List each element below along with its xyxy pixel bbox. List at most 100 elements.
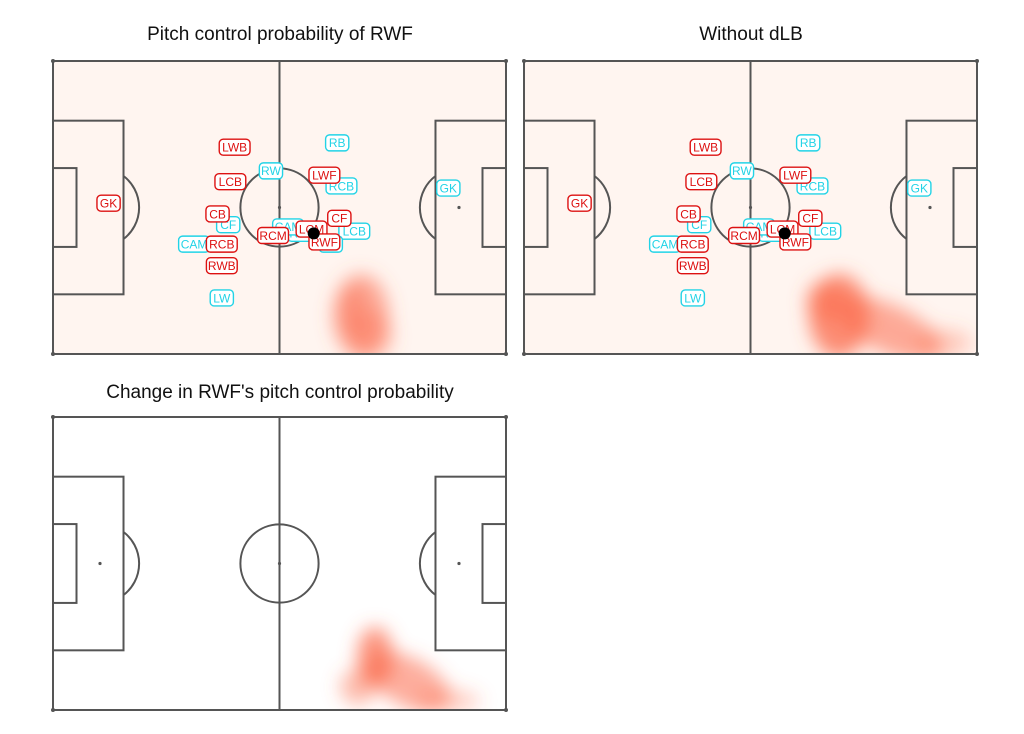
- player-label-text: RCB: [209, 237, 234, 251]
- pitch-control-panel: RBRWRCBGKCFLCBRCMCAMCAMLBLWGKLWBLCBCBRCB…: [51, 59, 508, 356]
- player-label-box: [327, 209, 352, 227]
- corner-dot: [51, 352, 55, 356]
- player-label-lw: LW: [209, 289, 235, 307]
- player-label-text: CAM: [652, 237, 679, 251]
- corner-dot: [504, 59, 508, 63]
- player-label-box: [689, 138, 722, 156]
- player-label-text: CB: [209, 207, 226, 221]
- heat-layer: [806, 274, 972, 354]
- heat-blob: [416, 689, 480, 710]
- player-label-lw: LW: [680, 289, 706, 307]
- corner-dot: [975, 59, 979, 63]
- player-label-box: [218, 138, 251, 156]
- player-label-lwf: LWF: [779, 166, 812, 184]
- player-label-gk: GK: [907, 179, 932, 197]
- heat-blob: [916, 329, 972, 354]
- panel1-title: Pitch control probability of RWF: [147, 24, 413, 45]
- heat-blob: [806, 281, 842, 321]
- change-panel: [51, 415, 508, 712]
- centre-spot: [748, 205, 753, 210]
- player-label-rcb: RCB: [676, 235, 709, 253]
- left-penalty-arc: [122, 175, 141, 240]
- player-label-box: [809, 222, 842, 240]
- player-label-box: [680, 289, 706, 307]
- player-label-gk: GK: [567, 194, 592, 212]
- player-label-text: RCM: [259, 229, 286, 243]
- player-label-lwb: LWB: [689, 138, 722, 156]
- player-label-text: CF: [331, 212, 347, 226]
- right-penalty-arc: [418, 531, 437, 596]
- player-label-text: GK: [571, 196, 588, 210]
- right-penalty-spot: [457, 205, 461, 210]
- left-penalty-arc: [122, 531, 141, 596]
- player-label-text: LW: [213, 291, 231, 305]
- player-label-box: [205, 235, 238, 253]
- player-label-box: [308, 166, 341, 184]
- player-label-text: RB: [800, 136, 817, 150]
- left-penalty-spot: [98, 561, 102, 566]
- player-label-rwb: RWB: [676, 256, 709, 275]
- pitch-lines: [522, 59, 979, 356]
- player-label-text: LW: [684, 291, 702, 305]
- player-label-box: [324, 134, 350, 152]
- player-label-box: [676, 256, 709, 275]
- player-label-text: LWF: [312, 168, 336, 182]
- player-label-text: LCB: [343, 224, 366, 238]
- player-label-text: RCB: [680, 237, 705, 251]
- heat-layer: [340, 627, 480, 710]
- player-label-box: [258, 162, 284, 180]
- right-penalty-spot: [928, 205, 932, 210]
- player-label-text: RWF: [311, 235, 338, 249]
- left-penalty-arc: [593, 175, 612, 240]
- player-label-box: [727, 226, 761, 245]
- player-label-lcb: LCB: [214, 172, 247, 191]
- player-label-cam: CAM: [648, 235, 682, 253]
- player-label-box: [795, 134, 821, 152]
- player-label-box: [436, 179, 461, 197]
- player-label-box: [96, 194, 121, 212]
- player-label-box: [676, 205, 701, 223]
- corner-dot: [522, 352, 526, 356]
- corner-dot: [51, 59, 55, 63]
- player-label-rb: RB: [795, 134, 821, 152]
- corner-dot: [504, 708, 508, 712]
- corner-dot: [504, 352, 508, 356]
- panel3-title: Change in RWF's pitch control probabilit…: [106, 382, 454, 403]
- player-label-text: CF: [802, 212, 818, 226]
- player-label-cf: CF: [798, 209, 823, 227]
- player-label-text: CAM: [181, 237, 208, 251]
- player-label-box: [798, 209, 823, 227]
- corner-dot: [51, 415, 55, 419]
- player-label-text: RB: [329, 136, 346, 150]
- without-dlb-panel: RBRWRCBGKCFLCBRCMCAMCAMLWGKLWBLCBCBRCBRW…: [522, 59, 979, 356]
- player-label-rcm: RCM: [256, 226, 290, 245]
- right-penalty-arc: [418, 175, 437, 240]
- corner-dot: [975, 352, 979, 356]
- corner-dot: [504, 415, 508, 419]
- player-label-text: RWF: [782, 235, 809, 249]
- player-label-box: [209, 289, 235, 307]
- heat-layer: [333, 274, 393, 354]
- right-penalty-spot: [457, 561, 461, 566]
- heatmap-region: [333, 274, 393, 354]
- ball-marker: [307, 227, 320, 240]
- player-label-box: [685, 172, 718, 191]
- right-six-yard-box: [481, 167, 507, 248]
- player-label-cam: CAM: [177, 235, 211, 253]
- player-label-rb: RB: [324, 134, 350, 152]
- player-label-box: [907, 179, 932, 197]
- player-label-box: [205, 256, 238, 275]
- heat-blob: [339, 285, 367, 337]
- right-six-yard-box: [952, 167, 978, 248]
- ball-marker: [778, 227, 791, 240]
- player-label-text: LWB: [222, 140, 247, 154]
- player-label-lcb: LCB: [685, 172, 718, 191]
- heat-blob: [340, 669, 376, 705]
- player-label-cb: CB: [676, 205, 701, 223]
- player-label-rw: RW: [729, 162, 755, 180]
- centre-spot: [277, 561, 282, 566]
- player-label-cf: CF: [327, 209, 352, 227]
- player-label-text: GK: [911, 181, 928, 195]
- player-label-box: [256, 226, 290, 245]
- player-label-box: [676, 235, 709, 253]
